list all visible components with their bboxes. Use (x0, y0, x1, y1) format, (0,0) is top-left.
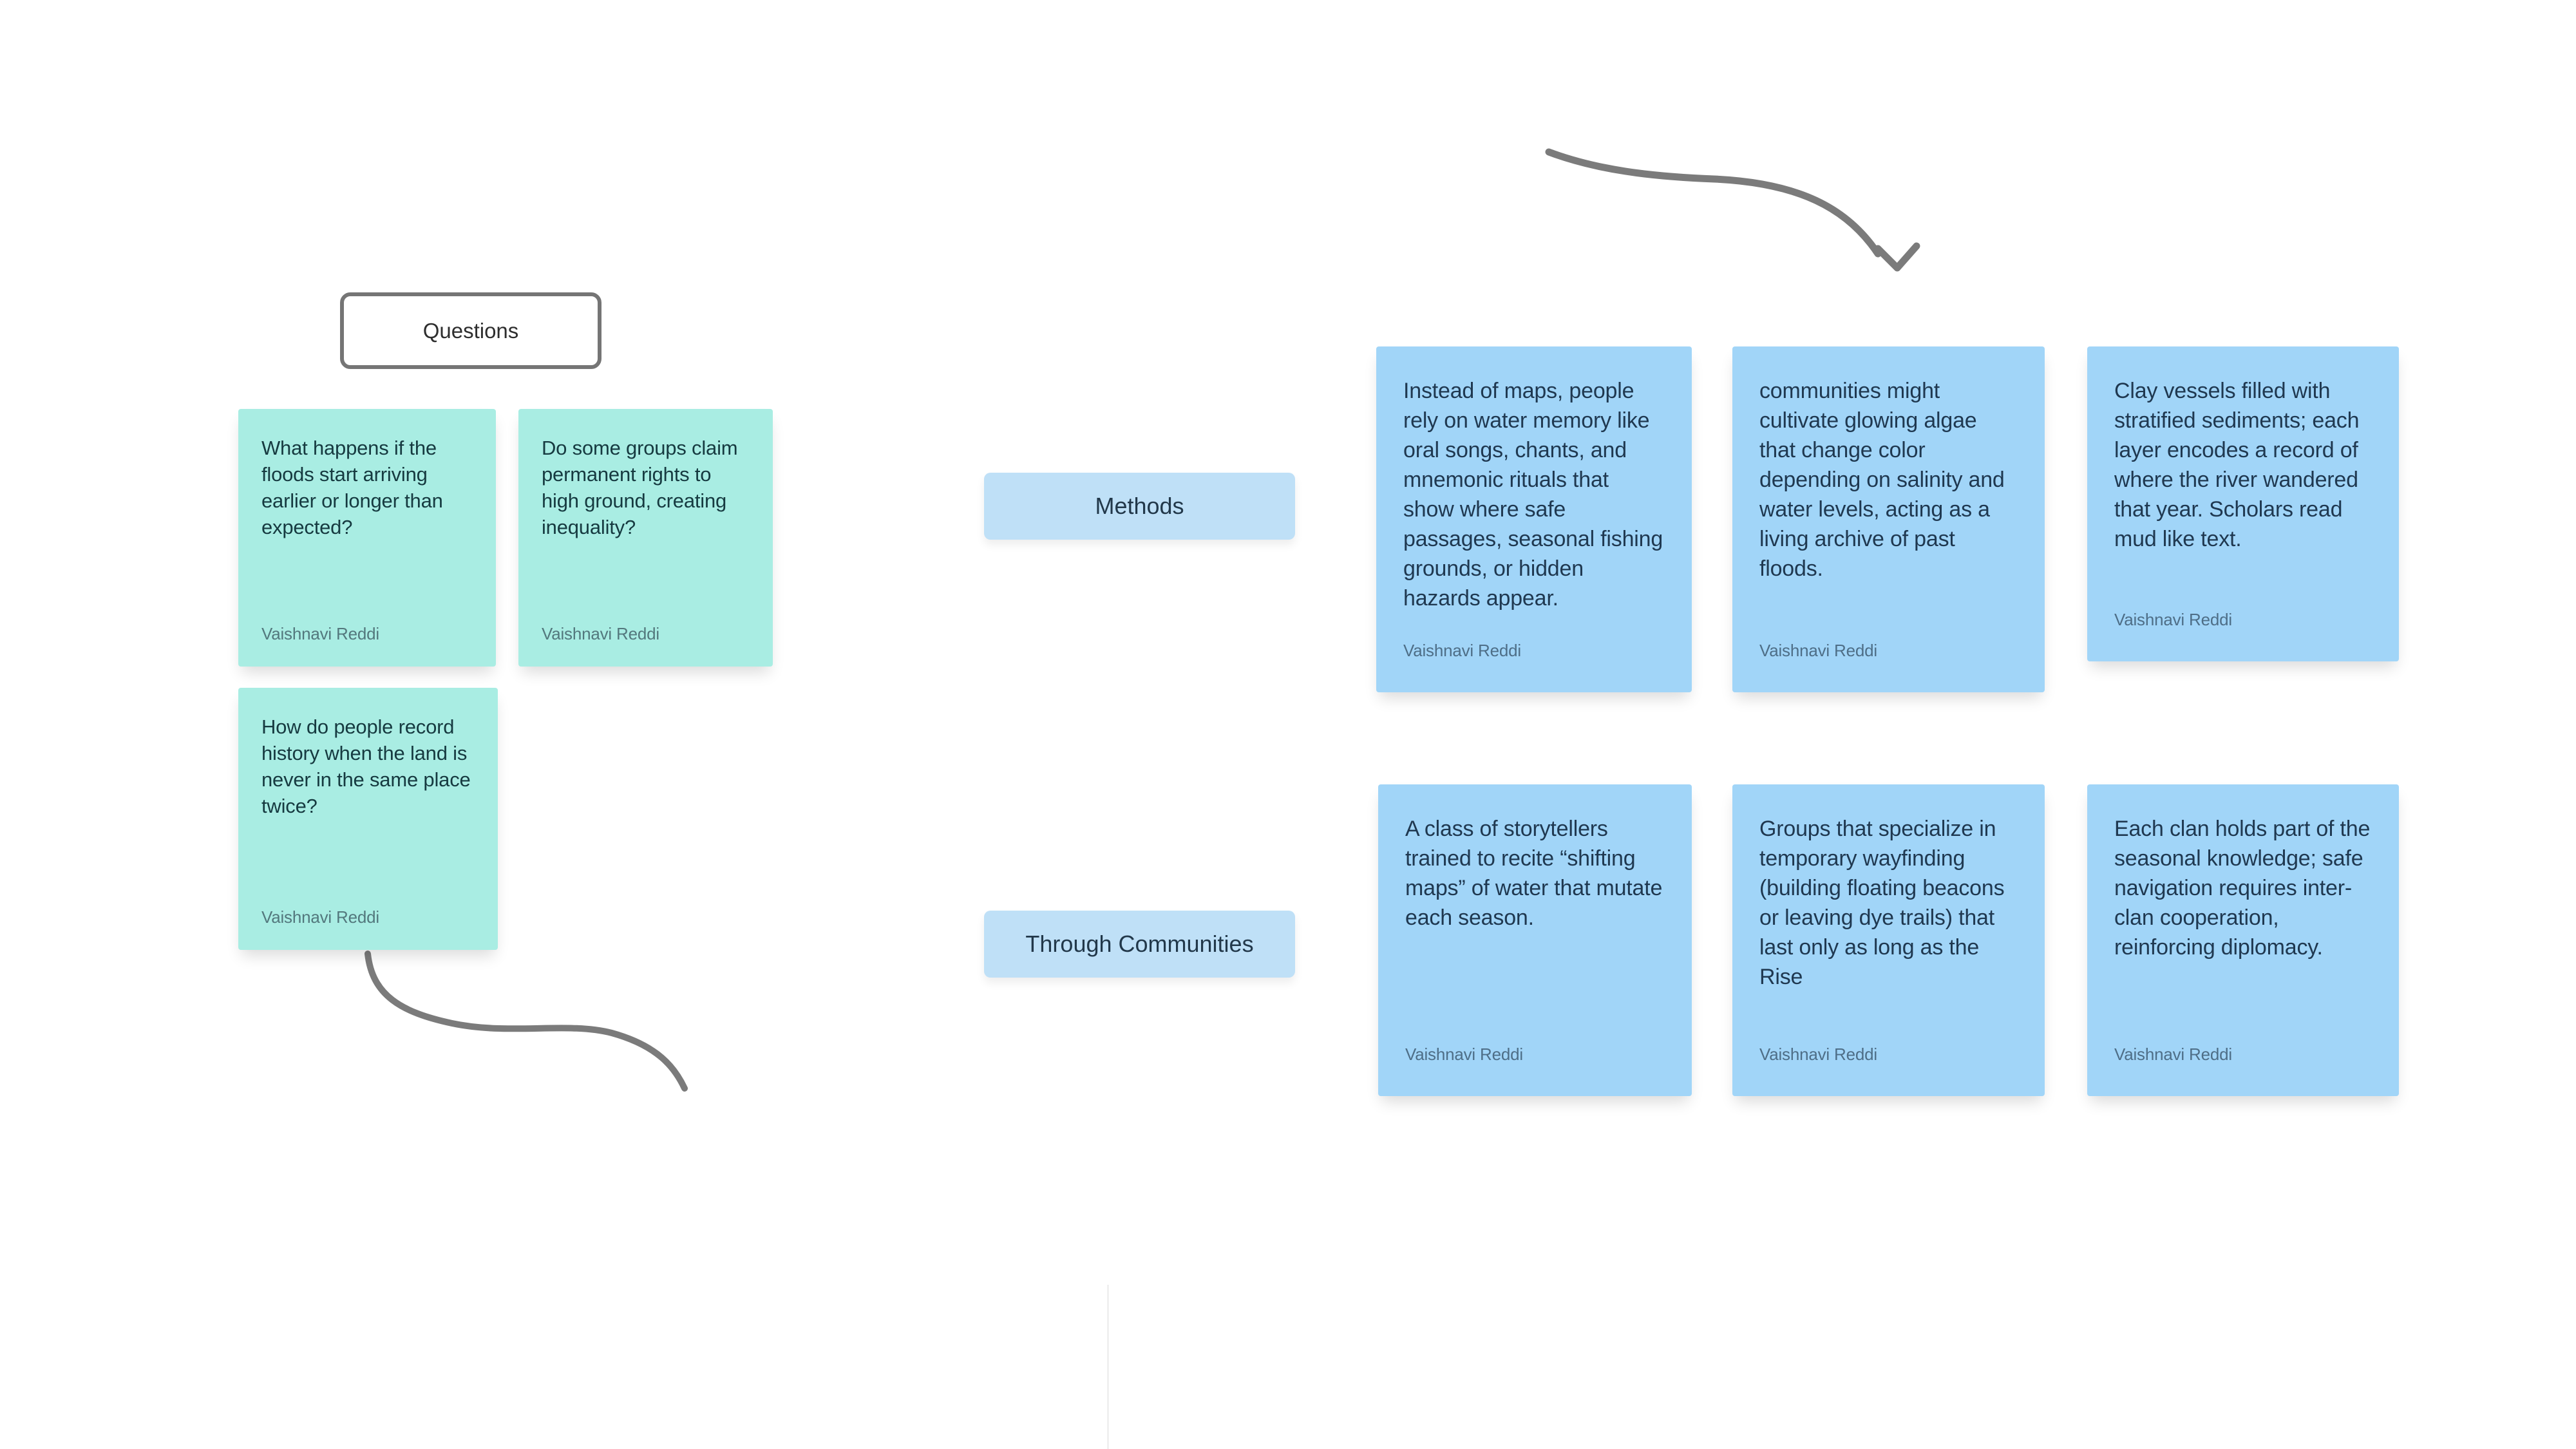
note-author: Vaishnavi Reddi (1759, 1045, 1877, 1064)
note-author: Vaishnavi Reddi (2114, 1045, 2232, 1064)
section-label-through-communities[interactable]: Through Communities (984, 911, 1295, 978)
note-text: What happens if the floods start arrivin… (261, 437, 443, 538)
sticky-note-question-2[interactable]: Do some groups claim permanent rights to… (518, 409, 773, 667)
note-text: Groups that specialize in temporary wayf… (1759, 817, 2005, 989)
note-author: Vaishnavi Reddi (2114, 610, 2232, 629)
sticky-note-method-1[interactable]: Instead of maps, people rely on water me… (1376, 346, 1692, 692)
note-text: A class of storytellers trained to recit… (1405, 817, 1663, 930)
section-label-text: Methods (1095, 493, 1184, 519)
section-label-methods[interactable]: Methods (984, 473, 1295, 540)
sticky-note-community-3[interactable]: Each clan holds part of the seasonal kno… (2087, 784, 2399, 1096)
curve-connector-questions[interactable] (365, 951, 688, 1092)
sticky-note-method-3[interactable]: Clay vessels filled with stratified sedi… (2087, 346, 2399, 661)
sticky-note-question-3[interactable]: How do people record history when the la… (238, 688, 498, 950)
note-text: Each clan holds part of the seasonal kno… (2114, 817, 2371, 960)
note-text: communities might cultivate glowing alga… (1759, 379, 2005, 581)
note-author: Vaishnavi Reddi (1759, 641, 1877, 660)
faint-divider-line (1107, 1285, 1109, 1449)
note-author: Vaishnavi Reddi (261, 624, 379, 643)
sticky-note-question-1[interactable]: What happens if the floods start arrivin… (238, 409, 496, 667)
curve-connector-path[interactable] (365, 951, 688, 1092)
note-text: Instead of maps, people rely on water me… (1403, 379, 1663, 611)
arrow-connector-curve[interactable] (1545, 148, 1882, 258)
note-author: Vaishnavi Reddi (1405, 1045, 1523, 1064)
frame-questions[interactable]: Questions (340, 292, 601, 369)
note-text: Clay vessels filled with stratified sedi… (2114, 379, 2360, 551)
note-text: How do people record history when the la… (261, 715, 471, 817)
arrow-connector-methods[interactable] (1545, 148, 1920, 272)
note-author: Vaishnavi Reddi (261, 907, 379, 927)
sticky-note-method-2[interactable]: communities might cultivate glowing alga… (1732, 346, 2045, 692)
frame-questions-label: Questions (422, 318, 519, 343)
note-author: Vaishnavi Reddi (542, 624, 659, 643)
sticky-note-community-1[interactable]: A class of storytellers trained to recit… (1378, 784, 1692, 1096)
note-author: Vaishnavi Reddi (1403, 641, 1521, 660)
section-label-text: Through Communities (1025, 931, 1254, 957)
arrow-head-icon (1874, 242, 1920, 272)
sticky-note-community-2[interactable]: Groups that specialize in temporary wayf… (1732, 784, 2045, 1096)
note-text: Do some groups claim permanent rights to… (542, 437, 738, 538)
